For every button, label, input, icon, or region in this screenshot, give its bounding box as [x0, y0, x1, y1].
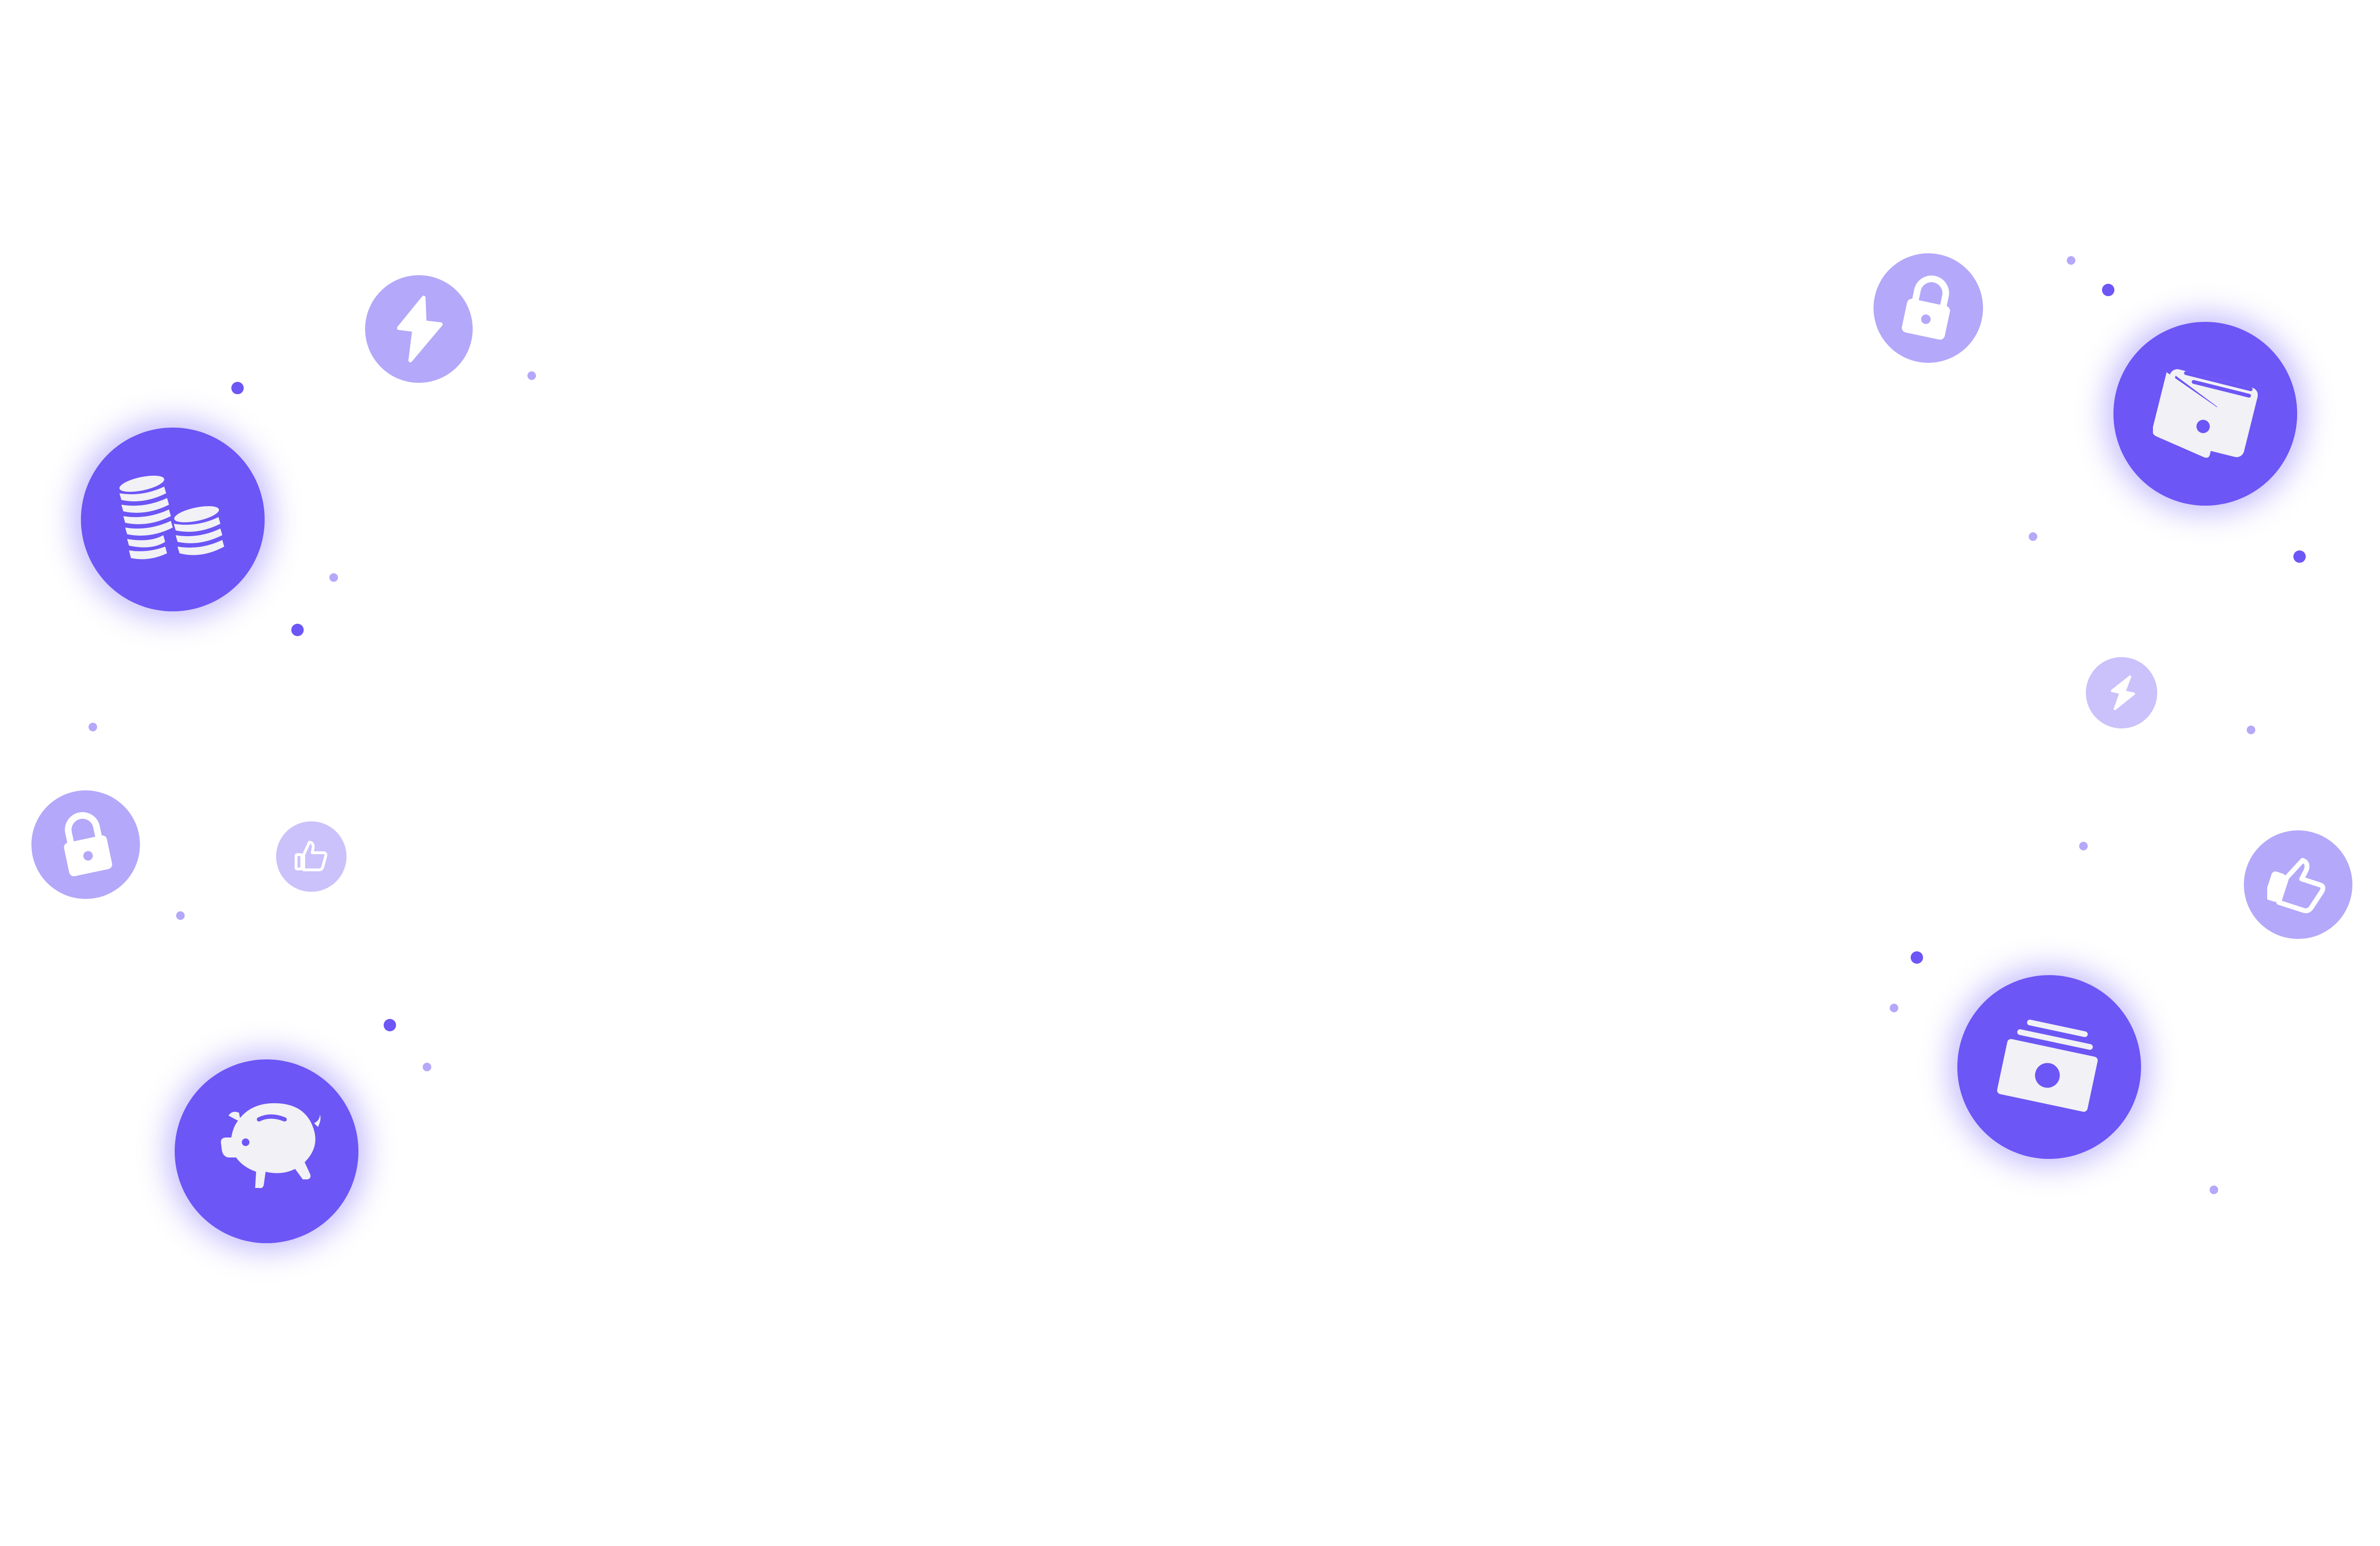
lock-icon: [1902, 275, 1950, 340]
lightning-icon: [397, 296, 443, 362]
lightning-bubble: [365, 275, 473, 383]
piggy-bank-bubble: [175, 1059, 358, 1243]
thumbs-up-bubble: [2244, 830, 2352, 939]
banknote-stack-bubble: [1957, 975, 2141, 1159]
lock-bubble: [31, 790, 140, 899]
decor-dot: [89, 723, 97, 731]
decor-dot: [2067, 256, 2075, 265]
decor-dot: [2029, 532, 2037, 541]
decor-dot: [423, 1063, 431, 1071]
decor-dot: [2079, 842, 2088, 850]
decor-dot: [1911, 951, 1923, 964]
decor-dot: [2293, 550, 2306, 563]
decor-dot: [527, 371, 536, 380]
coins-icon: [119, 476, 224, 559]
decor-dot: [2102, 284, 2114, 296]
decor-dot: [176, 911, 185, 920]
thumbs-up-icon: [2267, 858, 2326, 913]
decor-dot: [2210, 1186, 2218, 1194]
decor-dot: [384, 1019, 396, 1031]
decor-dot: [329, 573, 338, 582]
banknote-stack-icon: [1997, 1019, 2098, 1112]
lightning-icon: [2111, 675, 2135, 710]
lock-icon: [64, 812, 112, 877]
decor-dot: [1890, 1004, 1898, 1012]
thumbs-up-icon: [295, 841, 327, 871]
coins-bubble: [81, 428, 265, 611]
wallet-bubble: [2113, 322, 2297, 506]
decor-dot: [2247, 726, 2255, 734]
piggy-bank-icon: [221, 1103, 321, 1188]
wallet-icon: [2153, 369, 2258, 458]
lightning-bubble: [2086, 657, 2157, 728]
thumbs-up-bubble: [276, 821, 347, 892]
decor-dot: [291, 624, 304, 636]
lock-bubble: [1874, 253, 1983, 363]
decor-dot: [231, 382, 244, 394]
